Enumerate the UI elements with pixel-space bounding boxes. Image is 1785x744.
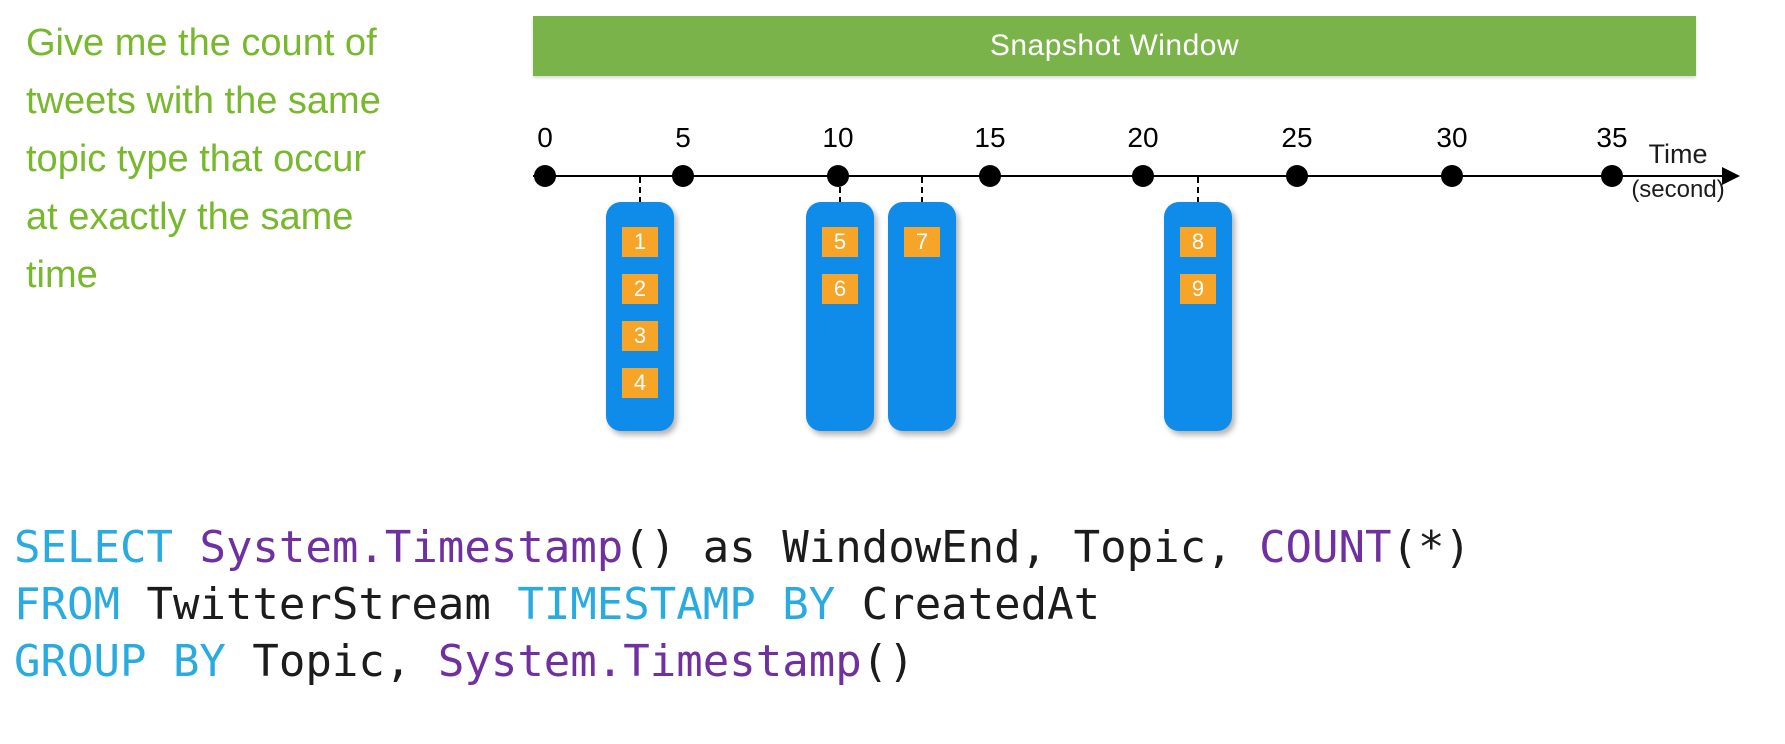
tick-label: 15 (974, 122, 1006, 153)
event-badge: 6 (822, 274, 858, 304)
tick-label: 0 (537, 122, 553, 153)
code-token: COUNT (1259, 522, 1392, 573)
event-badge: 3 (622, 321, 658, 351)
snapshot-window-label: Snapshot Window (989, 29, 1240, 62)
code-token (173, 522, 200, 573)
code-block: SELECT System.Timestamp() as WindowEnd, … (14, 519, 1471, 690)
code-token: System.Timestamp (199, 522, 624, 573)
time-axis-label-unit-bottom: (second) (1631, 176, 1725, 203)
code-line: FROM TwitterStream TIMESTAMP BY CreatedA… (14, 576, 1471, 633)
tick-label: 10 (822, 122, 854, 153)
tick-label: 25 (1281, 122, 1313, 153)
tick-label: 30 (1436, 122, 1468, 153)
event-drop-line (1197, 177, 1199, 203)
timeline-dot (1601, 165, 1623, 187)
timeline-dot (1441, 165, 1463, 187)
event-badge: 9 (1180, 274, 1216, 304)
event-badge: 2 (622, 274, 658, 304)
event-badge: 8 (1180, 227, 1216, 257)
code-line: SELECT System.Timestamp() as WindowEnd, … (14, 519, 1471, 576)
timeline-axis (533, 175, 1730, 177)
timeline-dot (1286, 165, 1308, 187)
event-drop-line (639, 177, 641, 203)
event-badge: 1 (622, 227, 658, 257)
code-token: () as WindowEnd, Topic, (623, 522, 1260, 573)
code-token: () (861, 636, 915, 687)
timeline-dot (672, 165, 694, 187)
tick-label: 5 (675, 122, 691, 153)
arrow-right-icon (1722, 167, 1740, 185)
code-token: TIMESTAMP BY (517, 579, 836, 630)
code-line: GROUP BY Topic, System.Timestamp() (14, 633, 1471, 690)
event-group: 1 2 3 4 (606, 202, 674, 431)
event-badge: 5 (822, 227, 858, 257)
tick-label: 35 (1596, 122, 1628, 153)
code-token: (*) (1391, 522, 1471, 573)
code-token: GROUP BY (14, 636, 226, 687)
code-token: Topic, (225, 636, 438, 687)
code-token: System.Timestamp (437, 636, 862, 687)
event-badge: 7 (904, 227, 940, 257)
code-token: CreatedAt (835, 579, 1101, 630)
code-token: SELECT (14, 522, 173, 573)
code-token: FROM (14, 579, 120, 630)
tick-label: 20 (1127, 122, 1159, 153)
snapshot-window-bar: Snapshot Window (533, 16, 1696, 76)
event-drop-line (839, 177, 841, 203)
timeline-dot (1132, 165, 1154, 187)
event-drop-line (921, 177, 923, 203)
timeline-dot (534, 165, 556, 187)
timeline-dot (979, 165, 1001, 187)
event-badge: 4 (622, 368, 658, 398)
event-group: 7 (888, 202, 956, 431)
time-axis-label: Time (second) (1608, 138, 1748, 209)
query-note-text: Give me the count of tweets with the sam… (26, 22, 381, 296)
code-token: TwitterStream (119, 579, 518, 630)
time-axis-label-unit-top: Time (1648, 139, 1708, 169)
timeline-dot (827, 165, 849, 187)
